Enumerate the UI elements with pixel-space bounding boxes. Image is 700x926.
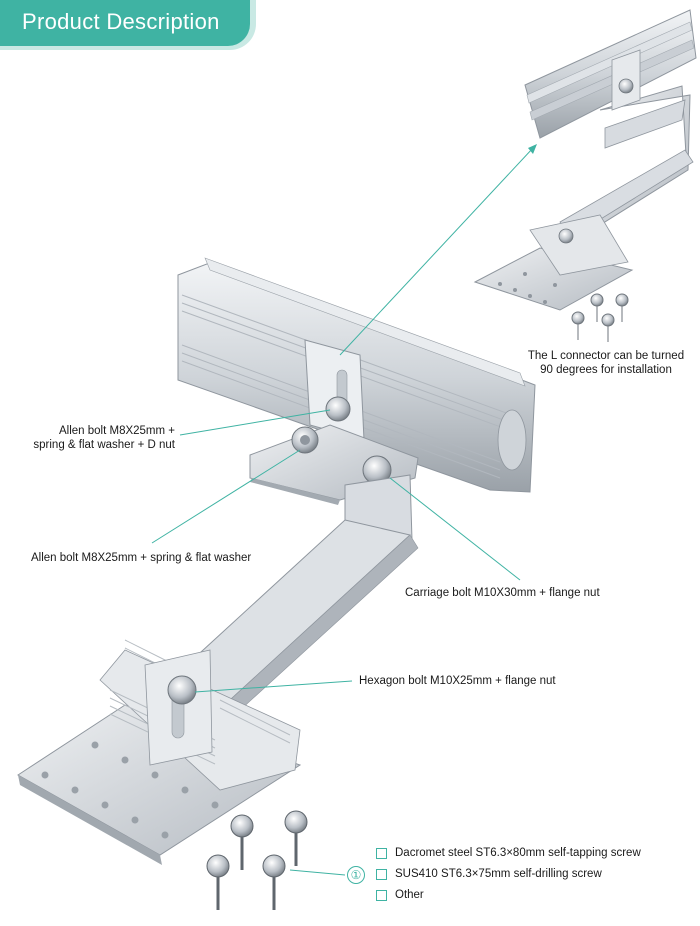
- label-allen-d-nut-line1: Allen bolt M8X25mm +: [58, 425, 175, 437]
- label-l-connector-line1: The L connector can be turned: [527, 350, 685, 362]
- label-l-connector-line2: 90 degrees for installation: [540, 364, 672, 376]
- label-l-connector: The L connector can be turned 90 degrees…: [516, 349, 696, 377]
- rail-clamp: [304, 339, 365, 441]
- callout-hexagon: [194, 680, 353, 693]
- screw-option-label: Other: [395, 889, 424, 901]
- checkbox[interactable]: [376, 868, 387, 880]
- small-assembly: [473, 9, 697, 342]
- screw-option-label: SUS410 ST6.3×75mm self-drilling screw: [395, 868, 602, 880]
- label-hexagon-bolt: Hexagon bolt M10X25mm + flange nut: [359, 675, 556, 687]
- screw-option-label: Dacromet steel ST6.3×80mm self-tapping s…: [395, 847, 641, 859]
- label-carriage-bolt: Carriage bolt M10X30mm + flange nut: [405, 587, 600, 599]
- main-assembly: [17, 257, 536, 910]
- callout-lines: [151, 144, 537, 876]
- main-screws: [206, 810, 308, 910]
- checkbox[interactable]: [376, 889, 387, 901]
- screw-option-3[interactable]: Other: [376, 888, 424, 902]
- label-allen-washer: Allen bolt M8X25mm + spring & flat washe…: [31, 552, 252, 564]
- allen-bolt-d-nut: [325, 396, 351, 422]
- section-title: Product Description: [22, 9, 220, 34]
- label-allen-d-nut: Allen bolt M8X25mm + spring & flat washe…: [10, 424, 175, 452]
- arrow-line: [339, 147, 534, 356]
- checkbox[interactable]: [376, 847, 387, 859]
- small-screws: [571, 293, 629, 342]
- small-bolt: [618, 78, 634, 94]
- callout-allen-d-nut: [179, 409, 331, 436]
- label-allen-d-nut-line2: spring & flat washer + D nut: [33, 439, 175, 451]
- callout-allen-washer: [151, 449, 301, 544]
- callout-screws: [289, 869, 346, 876]
- screw-option-2[interactable]: SUS410 ST6.3×75mm self-drilling screw: [376, 867, 602, 881]
- screw-marker: ①: [347, 866, 365, 884]
- section-header: Product Description: [0, 0, 250, 46]
- screw-option-1[interactable]: Dacromet steel ST6.3×80mm self-tapping s…: [376, 846, 641, 860]
- callout-carriage: [389, 477, 521, 581]
- hexagon-bolt: [167, 675, 197, 705]
